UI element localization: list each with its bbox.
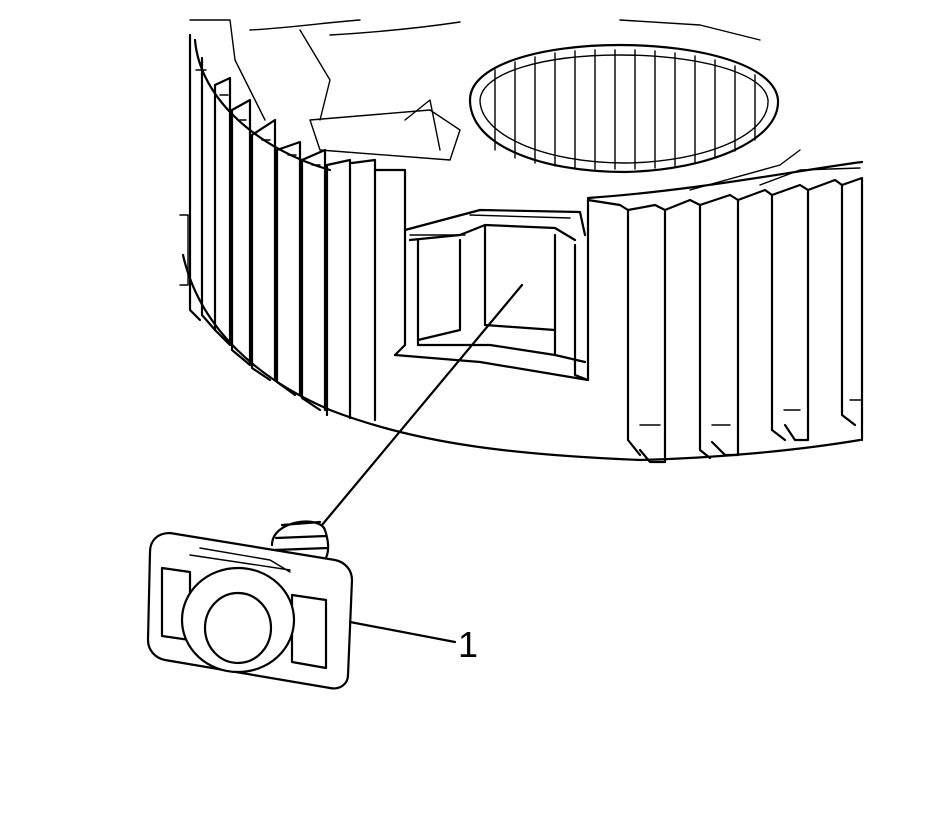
clip-top-tab xyxy=(189,547,291,573)
housing-top-rim xyxy=(193,38,864,200)
retaining-clip xyxy=(146,520,354,690)
clip-right-window xyxy=(290,593,328,670)
upper-inner-structure xyxy=(189,19,761,161)
upper-flange xyxy=(404,99,861,191)
internal-spline-bore xyxy=(468,43,780,174)
callout-1: 1 xyxy=(348,620,478,665)
leader-line-slot xyxy=(320,283,524,527)
callout-1-leader xyxy=(348,620,457,644)
callout-1-label: 1 xyxy=(458,624,478,665)
gear-ring-housing xyxy=(179,19,864,464)
clip-center-plunger xyxy=(203,591,273,665)
housing-bottom-contour xyxy=(181,253,862,462)
center-slot xyxy=(373,168,590,382)
left-gear-teeth xyxy=(179,33,377,422)
clip-spring-coil xyxy=(270,520,330,567)
right-gear-teeth xyxy=(586,176,864,464)
